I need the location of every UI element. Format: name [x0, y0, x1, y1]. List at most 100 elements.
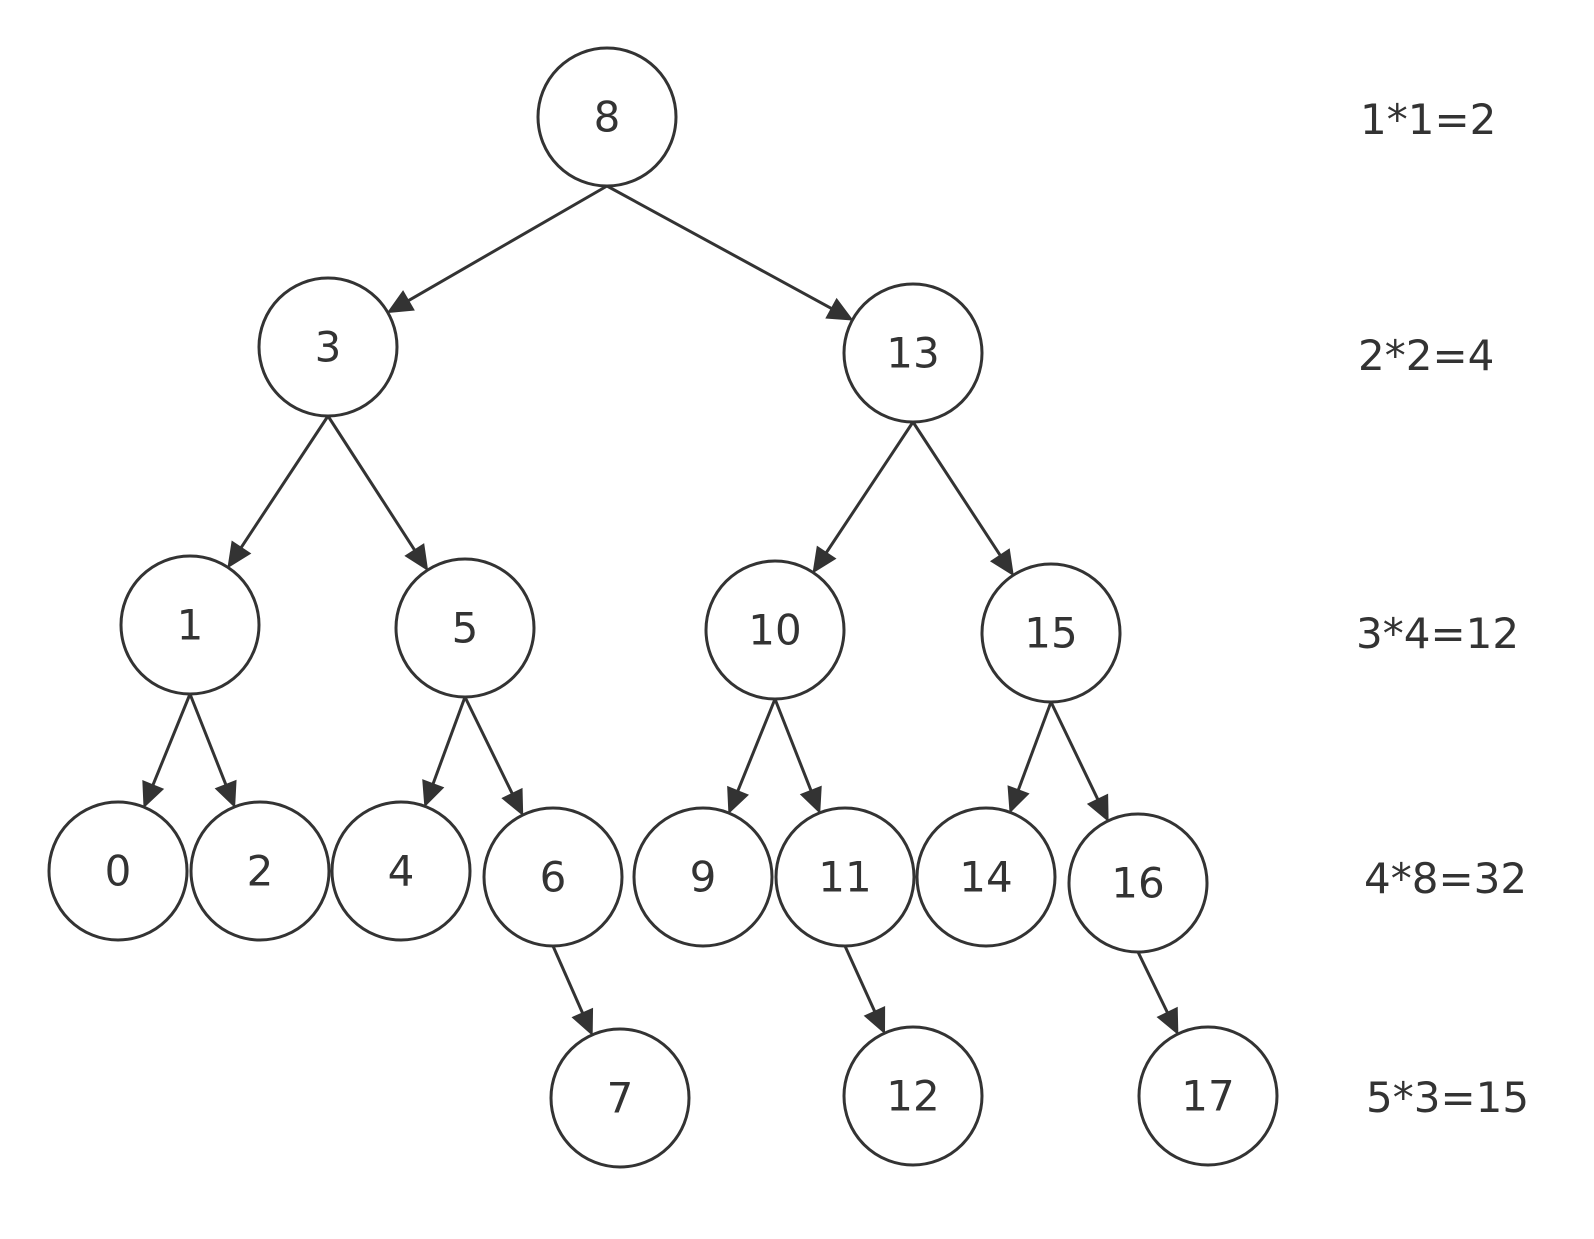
- node-circle: [257, 276, 399, 418]
- edge-line: [463, 696, 514, 795]
- node-circle: [119, 554, 261, 696]
- edge-3-to-1: [227, 415, 330, 569]
- node-circle: [632, 806, 774, 948]
- tree-node-7: 7: [549, 1027, 691, 1169]
- node-label: 10: [748, 606, 801, 655]
- arrow-head-icon: [1156, 1006, 1179, 1036]
- edges-layer: [142, 184, 1179, 1036]
- level-label-3: 3*4=12: [1356, 609, 1519, 658]
- tree-node-1: 1: [119, 554, 261, 696]
- edge-8-to-3: [386, 184, 608, 314]
- arrow-head-icon: [142, 779, 165, 809]
- arrow-head-icon: [825, 297, 854, 321]
- node-circle: [1137, 1025, 1279, 1167]
- node-label: 13: [886, 329, 939, 378]
- edge-line: [326, 415, 416, 551]
- edge-line: [1049, 701, 1100, 800]
- node-label: 0: [105, 847, 132, 896]
- edge-line: [825, 421, 915, 554]
- edge-1-to-0: [142, 693, 192, 809]
- level-label-5: 5*3=15: [1366, 1073, 1529, 1122]
- level-label-1: 1*1=2: [1360, 95, 1496, 144]
- edge-line: [239, 415, 330, 549]
- edge-line: [773, 698, 813, 792]
- edge-13-to-10: [812, 421, 915, 574]
- node-label: 16: [1111, 859, 1164, 908]
- edge-line: [911, 421, 1002, 556]
- tree-node-12: 12: [842, 1025, 984, 1167]
- node-circle: [915, 806, 1057, 948]
- tree-node-13: 13: [842, 282, 984, 424]
- node-label: 12: [886, 1072, 939, 1121]
- tree-node-2: 2: [189, 800, 331, 942]
- node-circle: [330, 800, 472, 942]
- edge-line: [736, 698, 777, 792]
- arrow-head-icon: [863, 1005, 886, 1035]
- tree-node-9: 9: [632, 806, 774, 948]
- edge-10-to-9: [727, 698, 777, 815]
- edge-line: [551, 945, 584, 1014]
- node-label: 7: [607, 1074, 634, 1123]
- node-circle: [774, 806, 916, 948]
- edge-3-to-5: [326, 415, 429, 572]
- edge-line: [1136, 951, 1169, 1014]
- node-label: 2: [247, 847, 274, 896]
- node-label: 17: [1181, 1072, 1234, 1121]
- tree-node-11: 11: [774, 806, 916, 948]
- node-circle: [394, 557, 536, 699]
- tree-node-16: 16: [1067, 812, 1209, 954]
- node-label: 8: [594, 93, 621, 142]
- node-label: 9: [690, 853, 717, 902]
- node-label: 4: [388, 847, 415, 896]
- node-circle: [47, 800, 189, 942]
- edge-15-to-16: [1049, 701, 1109, 822]
- edge-line: [1016, 701, 1053, 791]
- arrow-head-icon: [571, 1007, 594, 1036]
- edge-line: [151, 693, 192, 786]
- edge-5-to-6: [463, 696, 524, 817]
- node-circle: [536, 46, 678, 188]
- tree-node-10: 10: [704, 559, 846, 701]
- edge-11-to-12: [843, 945, 886, 1035]
- level-label-4: 4*8=32: [1364, 854, 1527, 903]
- edge-10-to-11: [773, 698, 822, 814]
- edge-5-to-4: [422, 696, 467, 808]
- edge-15-to-14: [1007, 701, 1053, 814]
- edge-line: [843, 945, 876, 1012]
- tree-node-0: 0: [47, 800, 189, 942]
- node-circle: [549, 1027, 691, 1169]
- arrow-head-icon: [1086, 793, 1109, 822]
- node-label: 6: [540, 853, 567, 902]
- edge-13-to-15: [911, 421, 1014, 577]
- edge-line: [431, 696, 467, 785]
- node-label: 3: [315, 323, 342, 372]
- node-circle: [842, 282, 984, 424]
- edge-line: [606, 184, 833, 310]
- arrow-head-icon: [227, 540, 252, 569]
- arrow-head-icon: [386, 290, 415, 314]
- node-label: 1: [177, 601, 204, 650]
- arrow-head-icon: [214, 779, 237, 808]
- arrow-head-icon: [404, 543, 429, 572]
- node-circle: [842, 1025, 984, 1167]
- edge-8-to-13: [606, 184, 854, 321]
- node-circle: [1067, 812, 1209, 954]
- edge-16-to-17: [1136, 951, 1179, 1036]
- tree-node-17: 17: [1137, 1025, 1279, 1167]
- arrow-head-icon: [501, 787, 524, 817]
- tree-node-15: 15: [980, 562, 1122, 704]
- node-circle: [482, 806, 624, 948]
- tree-node-5: 5: [394, 557, 536, 699]
- node-label: 5: [452, 604, 479, 653]
- node-circle: [980, 562, 1122, 704]
- arrow-head-icon: [727, 785, 749, 815]
- tree-node-14: 14: [915, 806, 1057, 948]
- tree-node-8: 8: [536, 46, 678, 188]
- edge-1-to-2: [188, 693, 237, 808]
- level-labels: 1*1=2 2*2=4 3*4=12 4*8=32 5*3=15: [1356, 95, 1529, 1122]
- node-label: 11: [818, 853, 871, 902]
- tree-node-3: 3: [257, 276, 399, 418]
- arrow-head-icon: [422, 779, 445, 808]
